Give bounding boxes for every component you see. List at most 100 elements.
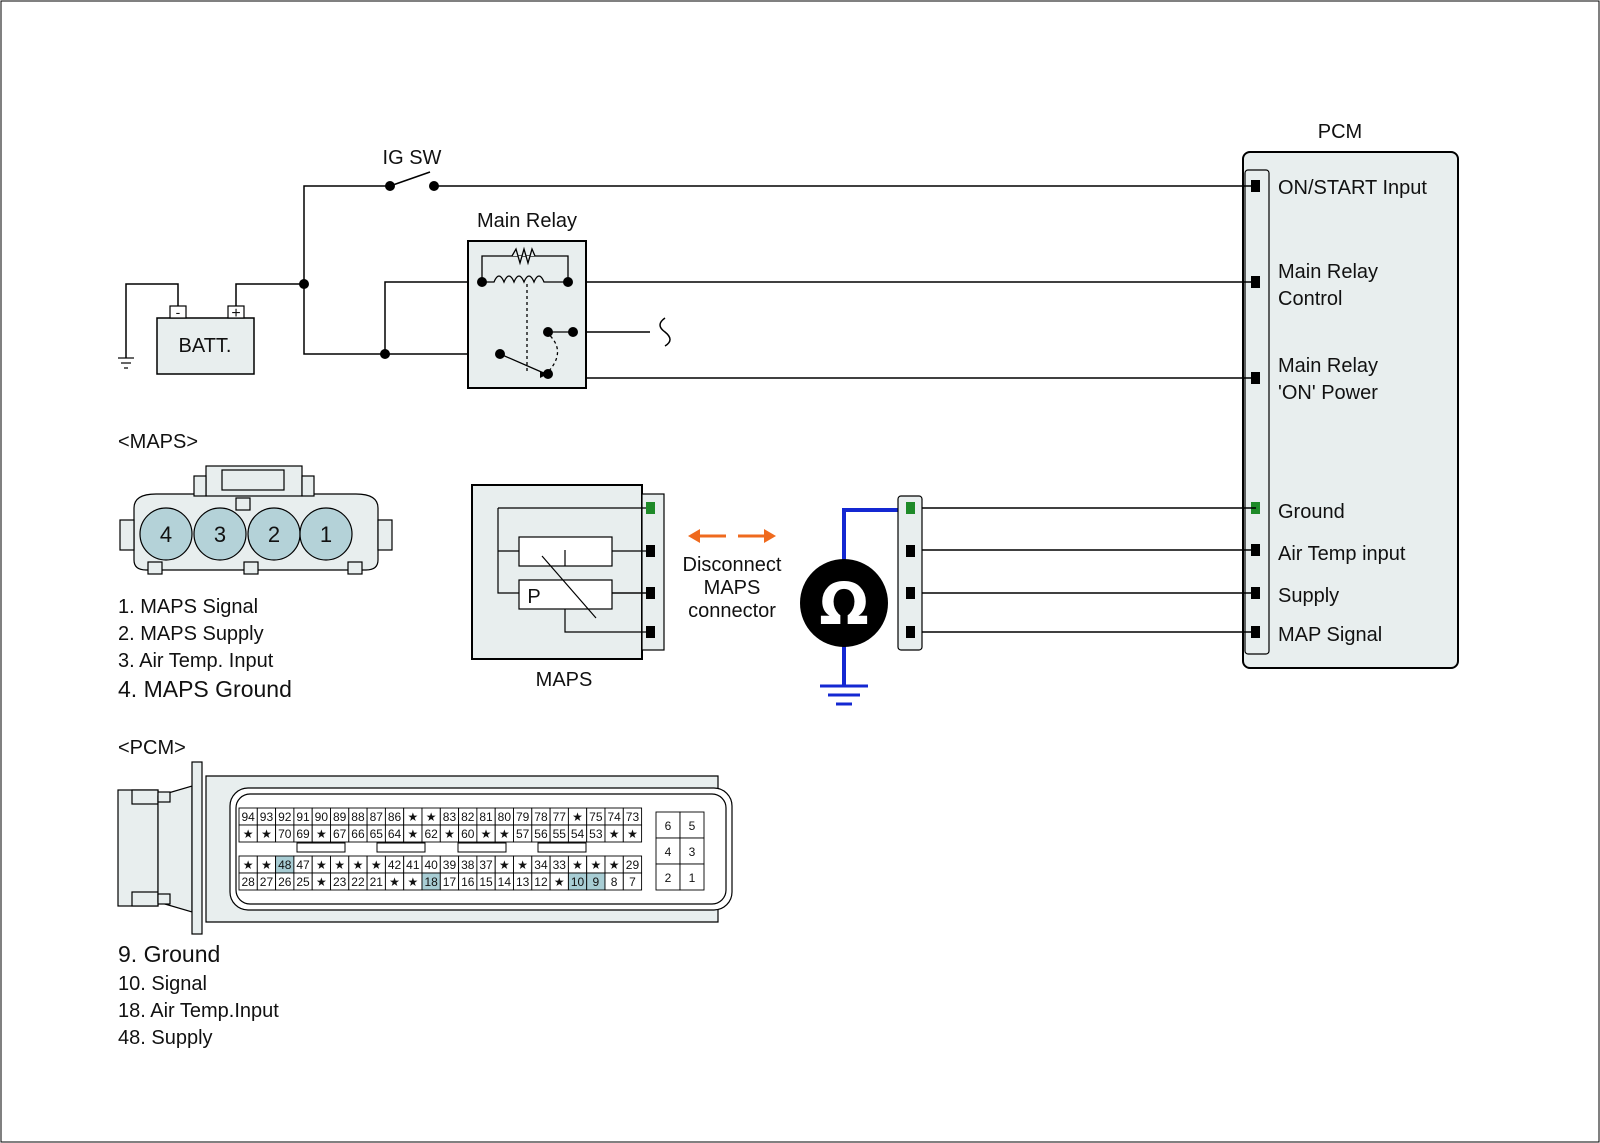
pcm-pin-number: 33 [553,858,567,872]
pcm-pin-number: 47 [296,858,310,872]
pcm-side-cell [655,863,681,891]
pcm-pin-number: 57 [516,827,530,841]
pcm-input-label: Air Temp input [1278,543,1406,565]
pcm-pin-number: 92 [278,810,292,824]
harness-connector [897,495,923,651]
battery-ground-icon [118,357,134,369]
maps-pin-number: 2 [268,522,280,547]
pcm-pin-number: ★ [261,858,272,872]
pcm-pin-number: ★ [609,858,620,872]
pcm-pin-number: 87 [370,810,384,824]
pcm-pin-number: 86 [388,810,402,824]
maps-legend-item: 3. Air Temp. Input [118,650,274,672]
pcm-keys [296,842,587,853]
svg-text:connector: connector [688,600,776,622]
maps-sensor-connector [641,493,665,651]
pcm-pin-number: 81 [479,810,493,824]
pcm-input-label: ON/START Input [1278,177,1427,199]
pcm-pin-number: 54 [571,827,585,841]
pcm-pin-number: ★ [407,810,418,824]
maps-connector-title: <MAPS> [118,431,198,453]
pcm-pin-number: 23 [333,875,347,889]
pcm-pin-number: 77 [553,810,567,824]
pcm-side-cell [679,837,705,865]
maps-pin-number: 1 [320,522,332,547]
pcm-legend-item: 10. Signal [118,973,207,995]
pcm-pin-cell [622,824,643,843]
battery-pos-label: + [231,305,240,322]
relay-switch-blade [499,353,547,375]
igsw-blade [389,171,431,187]
pcm-pin-number: 8 [611,875,618,889]
pcm-pin-number: ★ [499,827,510,841]
svg-text:MAPS: MAPS [704,577,761,599]
pcm-connector-strip [1244,169,1270,655]
maps-label: MAPS [536,669,593,691]
pcm-pin-number: 82 [461,810,475,824]
pcm-pin-number: ★ [444,827,455,841]
pcm-pin-number: ★ [481,827,492,841]
maps-pin-number: 3 [214,522,226,547]
pcm-pin-number: 74 [607,810,621,824]
pcm-pin-number: 16 [461,875,475,889]
pcm-pin-number: ★ [627,827,638,841]
pcm-side-cell [679,863,705,891]
pcm-pin-number: 48 [278,858,292,872]
pcm-pin-number: 41 [406,858,420,872]
battery-neg-terminal [169,305,187,319]
maps-p-label: P [527,586,540,608]
ig-sw-label: IG SW [383,147,442,169]
svg-text:Disconnect: Disconnect [683,554,782,576]
pcm-pin-number: ★ [243,827,254,841]
pcm-pin-number: 73 [626,810,640,824]
pcm-pin-number: 14 [498,875,512,889]
pcm-input-label: Main Relay [1278,355,1378,377]
pcm-pin-number: 39 [443,858,457,872]
pcm-input-label: Main Relay [1278,261,1378,283]
pcm-pin-number: ★ [261,827,272,841]
pcm-pin-number: 60 [461,827,475,841]
relay-arrow-head [540,371,548,378]
pcm-pin-number: 7 [629,875,636,889]
battery-neg-label: - [176,304,181,320]
pcm-pin-number: ★ [389,875,400,889]
main-relay-label: Main Relay [477,210,577,232]
pcm-input-label: Control [1278,288,1342,310]
maps-pin [299,507,353,561]
pcm-pin-number: ★ [407,827,418,841]
pcm-pin-number: ★ [407,875,418,889]
pcm-pin-number: ★ [353,858,364,872]
pcm-legend-item: 9. Ground [118,941,220,967]
pcm-pin-number: 94 [241,810,255,824]
maps-pin [139,507,193,561]
pcm-pin-number: 15 [479,875,493,889]
pcm-title: PCM [1318,121,1362,143]
maps-pin-air [646,545,655,557]
main-relay: Main Relay [467,210,587,389]
pcm-pin-number: 88 [351,810,365,824]
maps-legend-item: 2. MAPS Supply [118,623,264,645]
pcm-pin-number: 28 [241,875,255,889]
pcm-pin-number: ★ [243,858,254,872]
pcm-pin-number: 38 [461,858,475,872]
battery-pos-terminal [227,305,245,319]
pcm-pin-number: ★ [426,810,437,824]
pcm-pin-number: ★ [316,827,327,841]
relay-coil-icon [482,275,568,284]
pcm-side-number: 5 [689,819,696,833]
maps-pin-ground [646,502,655,514]
pcm-pin-number: 67 [333,827,347,841]
pcm-pin-number: 27 [260,875,274,889]
pcm-pin-number: ★ [334,858,345,872]
pcm-pin-number: 65 [370,827,384,841]
pcm-pin-number: 17 [443,875,457,889]
